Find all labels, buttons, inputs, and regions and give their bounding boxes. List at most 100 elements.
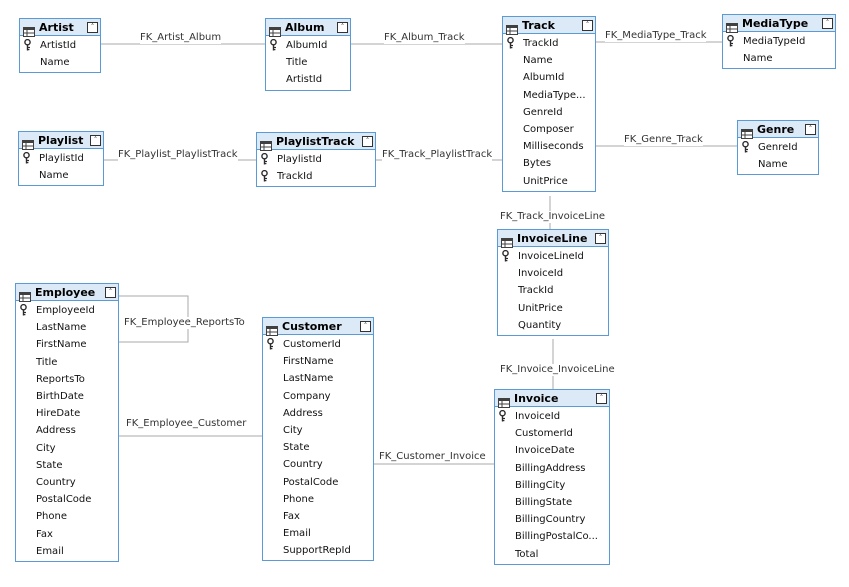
column-trackid[interactable]: TrackId xyxy=(498,282,608,299)
column-lastname[interactable]: LastName xyxy=(16,319,118,336)
column-customerid[interactable]: CustomerId xyxy=(263,336,373,353)
column-address[interactable]: Address xyxy=(263,405,373,422)
column-name[interactable]: Name xyxy=(20,54,100,71)
column-hiredate[interactable]: HireDate xyxy=(16,405,118,422)
column-billingcountry[interactable]: BillingCountry xyxy=(495,511,609,528)
column-playlistid[interactable]: PlaylistId xyxy=(257,151,375,168)
column-postalcode[interactable]: PostalCode xyxy=(16,491,118,508)
column-email[interactable]: Email xyxy=(263,525,373,542)
column-composer[interactable]: Composer xyxy=(503,121,595,138)
column-firstname[interactable]: FirstName xyxy=(16,336,118,353)
column-playlistid[interactable]: PlaylistId xyxy=(19,150,103,167)
column-invoicedate[interactable]: InvoiceDate xyxy=(495,442,609,459)
column-invoicelineid[interactable]: InvoiceLineId xyxy=(498,248,608,265)
column-fax[interactable]: Fax xyxy=(263,508,373,525)
table-header[interactable]: Artist˄ xyxy=(20,19,100,37)
column-supportrepid[interactable]: SupportRepId xyxy=(263,542,373,559)
column-customerid[interactable]: CustomerId xyxy=(495,425,609,442)
column-phone[interactable]: Phone xyxy=(16,508,118,525)
table-header[interactable]: MediaType˄ xyxy=(723,15,835,33)
column-firstname[interactable]: FirstName xyxy=(263,353,373,370)
column-state[interactable]: State xyxy=(263,439,373,456)
table-header[interactable]: Customer˄ xyxy=(263,318,373,336)
column-trackid[interactable]: TrackId xyxy=(503,35,595,52)
column-birthdate[interactable]: BirthDate xyxy=(16,388,118,405)
column-postalcode[interactable]: PostalCode xyxy=(263,474,373,491)
column-artistid[interactable]: ArtistId xyxy=(266,71,350,88)
column-albumid[interactable]: AlbumId xyxy=(503,69,595,86)
column-name[interactable]: Name xyxy=(723,50,835,67)
column-title[interactable]: Title xyxy=(266,54,350,71)
collapse-icon[interactable]: ˄ xyxy=(90,134,101,146)
column-artistid[interactable]: ArtistId xyxy=(20,37,100,54)
column-email[interactable]: Email xyxy=(16,543,118,560)
collapse-icon[interactable]: ˄ xyxy=(87,21,98,33)
collapse-icon[interactable]: ˄ xyxy=(822,17,833,29)
column-city[interactable]: City xyxy=(16,440,118,457)
collapse-icon[interactable]: ˄ xyxy=(582,19,593,31)
primary-key-icon xyxy=(498,409,507,422)
table-header[interactable]: Invoice˄ xyxy=(495,390,609,408)
column-billingstate[interactable]: BillingState xyxy=(495,494,609,511)
column-country[interactable]: Country xyxy=(263,456,373,473)
column-name[interactable]: Name xyxy=(19,167,103,184)
collapse-icon[interactable]: ˄ xyxy=(595,232,606,244)
column-quantity[interactable]: Quantity xyxy=(498,317,608,334)
table-header[interactable]: Track˄ xyxy=(503,17,595,35)
collapse-icon[interactable]: ˄ xyxy=(362,135,373,147)
table-header[interactable]: PlaylistTrack˄ xyxy=(257,133,375,151)
column-unitprice[interactable]: UnitPrice xyxy=(498,300,608,317)
collapse-icon[interactable]: ˄ xyxy=(360,320,371,332)
column-mediatype[interactable]: MediaType... xyxy=(503,87,595,104)
column-title[interactable]: Title xyxy=(16,354,118,371)
table-name: Genre xyxy=(757,122,795,136)
collapse-icon[interactable]: ˄ xyxy=(805,123,816,135)
column-genreid[interactable]: GenreId xyxy=(503,104,595,121)
table-header[interactable]: Playlist˄ xyxy=(19,132,103,150)
column-phone[interactable]: Phone xyxy=(263,491,373,508)
column-address[interactable]: Address xyxy=(16,422,118,439)
table-header[interactable]: Genre ˄ xyxy=(738,121,818,139)
column-mediatypeid[interactable]: MediaTypeId xyxy=(723,33,835,50)
collapse-icon[interactable]: ˄ xyxy=(337,21,348,33)
column-company[interactable]: Company xyxy=(263,388,373,405)
column-bytes[interactable]: Bytes xyxy=(503,155,595,172)
column-invoiceid[interactable]: InvoiceId xyxy=(495,408,609,425)
collapse-icon[interactable]: ˄ xyxy=(105,286,116,298)
table-header[interactable]: Album˄ xyxy=(266,19,350,37)
column-reportsto[interactable]: ReportsTo xyxy=(16,371,118,388)
column-fax[interactable]: Fax xyxy=(16,525,118,542)
column-name[interactable]: Name xyxy=(738,156,818,173)
column-milliseconds[interactable]: Milliseconds xyxy=(503,138,595,155)
column-unitprice[interactable]: UnitPrice xyxy=(503,173,595,190)
column-genreid[interactable]: GenreId xyxy=(738,139,818,156)
column-billingaddress[interactable]: BillingAddress xyxy=(495,460,609,477)
column-name[interactable]: Name xyxy=(503,52,595,69)
column-total[interactable]: Total xyxy=(495,546,609,563)
column-name: Milliseconds xyxy=(523,141,584,153)
column-country[interactable]: Country xyxy=(16,474,118,491)
column-employeeid[interactable]: EmployeeId xyxy=(16,302,118,319)
column-city[interactable]: City xyxy=(263,422,373,439)
column-invoiceid[interactable]: InvoiceId xyxy=(498,265,608,282)
collapse-icon[interactable]: ˄ xyxy=(596,392,607,404)
column-state[interactable]: State xyxy=(16,457,118,474)
table-header[interactable]: InvoiceLine˄ xyxy=(498,230,608,248)
column-billingcity[interactable]: BillingCity xyxy=(495,477,609,494)
column-albumid[interactable]: AlbumId xyxy=(266,37,350,54)
column-lastname[interactable]: LastName xyxy=(263,370,373,387)
column-trackid[interactable]: TrackId xyxy=(257,168,375,185)
table-header[interactable]: Employee˄ xyxy=(16,284,118,302)
column-billingpostalco[interactable]: BillingPostalCo... xyxy=(495,528,609,545)
